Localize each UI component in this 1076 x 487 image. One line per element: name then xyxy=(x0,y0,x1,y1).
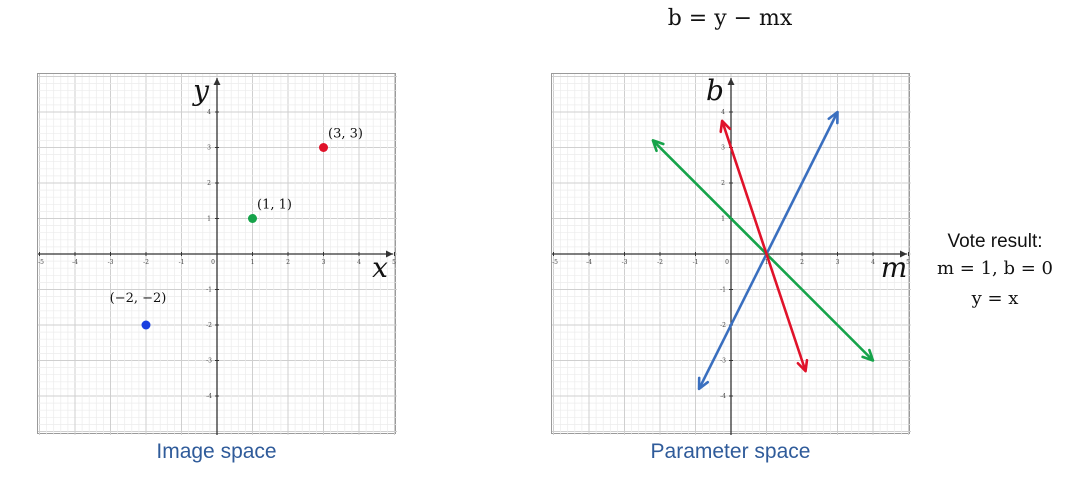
vote-result-line: y = x xyxy=(971,288,1019,309)
parameter-space-x-axis-label: m xyxy=(881,251,908,284)
image-space-y-axis-arrow xyxy=(213,78,221,85)
image-space-point-label: (3, 3) xyxy=(328,127,363,142)
image-space-x-tick-label: -4 xyxy=(72,259,78,266)
image-space-caption: Image space xyxy=(156,440,277,463)
image-space-x-axis-arrow xyxy=(386,250,393,258)
image-space-point-label: (−2, −2) xyxy=(110,291,167,306)
parameter-space-y-tick-label: -4 xyxy=(720,393,726,400)
parameter-space-x-tick-label: -5 xyxy=(552,259,558,266)
image-space-y-tick-label: -3 xyxy=(206,358,212,365)
parameter-space-line-arrowhead xyxy=(796,358,809,373)
image-space-x-tick-label: 4 xyxy=(357,259,361,266)
parameter-space-plot: -5 -4 -3 -2 -1 0 1 2 3 4 5 4 3 2 1 -1 -2 -3 -4 m b xyxy=(551,73,911,435)
image-space-x-tick-label: -5 xyxy=(38,259,44,266)
parameter-space-x-tick-label: 4 xyxy=(871,259,875,266)
parameter-space-x-tick-label: -4 xyxy=(586,259,592,266)
parameter-space-line-stroke xyxy=(651,139,874,362)
parameter-space-svg: -5 -4 -3 -2 -1 0 1 2 3 4 5 4 3 2 1 -1 -2 -3 -4 m b xyxy=(552,74,911,435)
parameter-space-x-tick-label: -1 xyxy=(693,259,699,266)
parameter-space-line xyxy=(651,139,875,362)
image-space-y-axis-label: y xyxy=(191,74,210,107)
image-space-y-tick-label: -4 xyxy=(206,393,212,400)
parameter-space-x-axis-arrow xyxy=(900,250,907,258)
image-space-y-tick-label: -1 xyxy=(206,287,212,294)
parameter-space-line-stroke xyxy=(697,111,839,390)
parameter-space-line-stroke xyxy=(720,120,807,372)
image-space-point-label: (1, 1) xyxy=(257,198,292,213)
parameter-space-y-axis-label: b xyxy=(706,74,724,107)
parameter-space-line xyxy=(697,110,839,391)
parameter-space-x-tick-label: 0 xyxy=(725,259,729,266)
parameter-space-line-arrowhead xyxy=(651,139,665,153)
parameter-space-line-arrowhead xyxy=(861,348,875,362)
parameter-space-x-tick-label: 3 xyxy=(836,259,840,266)
image-space-x-tick-label: 5 xyxy=(392,259,396,266)
image-space-x-tick-label: 3 xyxy=(322,259,326,266)
parameter-space-y-tick-label: -2 xyxy=(720,322,726,329)
parameter-space-x-tick-label: 1 xyxy=(765,259,769,266)
parameter-space-line-arrowhead xyxy=(719,119,732,134)
image-space-x-axis-label: x xyxy=(372,251,388,284)
image-space-point xyxy=(248,214,257,223)
parameter-space-line-arrowhead xyxy=(827,110,839,125)
image-space-point xyxy=(319,143,328,152)
parameter-space-caption: Parameter space xyxy=(650,440,811,463)
image-space-plot: -5 -4 -3 -2 -1 0 1 2 3 4 5 4 3 2 1 -1 -2 -3 -4 x y (−2, −2) (1… xyxy=(37,73,397,435)
parameter-space-y-tick-label: 1 xyxy=(721,216,725,223)
parameter-space-x-tick-label: -2 xyxy=(657,259,663,266)
parameter-space-y-axis-arrow xyxy=(727,78,735,85)
parameter-space-y-tick-label: 2 xyxy=(721,180,725,187)
parameter-space-y-tick-label: 4 xyxy=(721,109,725,116)
image-space-x-tick-label: -3 xyxy=(108,259,114,266)
image-space-y-tick-label: 1 xyxy=(207,216,211,223)
vote-result-params: m = 1, b = 0 xyxy=(937,258,1053,279)
image-space-point xyxy=(141,320,151,330)
image-space-y-tick-label: 3 xyxy=(207,145,211,152)
hough-equation: b = y − mx xyxy=(667,6,793,31)
parameter-space-x-tick-label: 5 xyxy=(906,259,910,266)
image-space-y-tick-label: -2 xyxy=(206,322,212,329)
image-space-x-tick-label: -1 xyxy=(179,259,185,266)
parameter-space-y-tick-label: -3 xyxy=(720,358,726,365)
parameter-space-y-tick-label: 3 xyxy=(721,145,725,152)
image-space-x-tick-label: 2 xyxy=(286,259,290,266)
image-space-x-tick-label: 1 xyxy=(251,259,255,266)
vote-result-title: Vote result: xyxy=(947,231,1043,252)
parameter-space-x-tick-label: 2 xyxy=(800,259,804,266)
image-space-x-tick-label: -2 xyxy=(143,259,149,266)
parameter-space-line xyxy=(719,119,809,373)
parameter-space-line-arrowhead xyxy=(697,376,710,391)
parameter-space-y-tick-label: -1 xyxy=(720,287,726,294)
image-space-svg: -5 -4 -3 -2 -1 0 1 2 3 4 5 4 3 2 1 -1 -2 -3 -4 x y (−2, −2) (1… xyxy=(38,74,397,435)
image-space-y-tick-label: 4 xyxy=(207,109,211,116)
vote-result: Vote result: m = 1, b = 0 y = x xyxy=(930,230,1060,314)
image-space-y-tick-label: 2 xyxy=(207,180,211,187)
image-space-x-tick-label: 0 xyxy=(211,259,215,266)
parameter-space-x-tick-label: -3 xyxy=(622,259,628,266)
